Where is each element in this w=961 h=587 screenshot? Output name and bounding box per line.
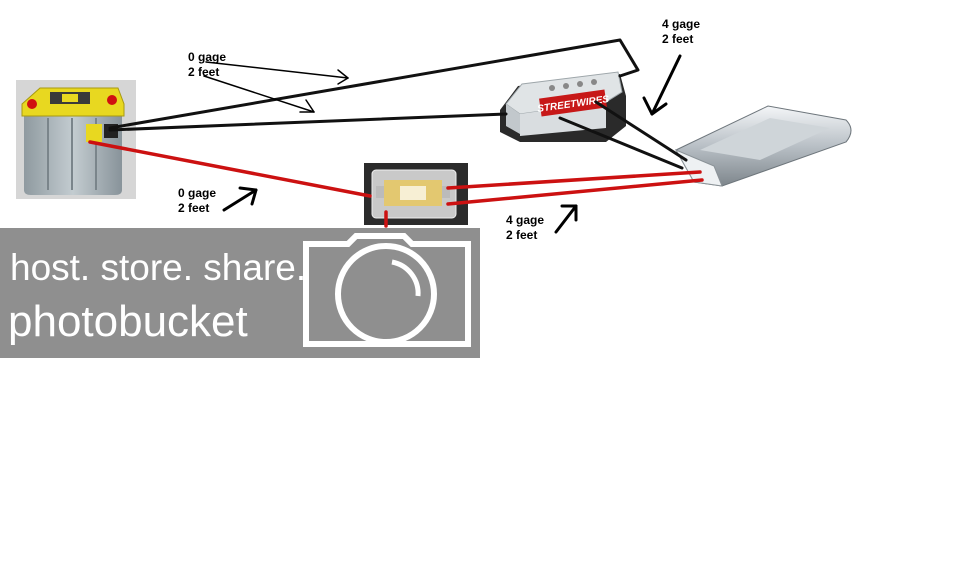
- watermark-brand: photobucket: [8, 297, 248, 346]
- arrow-red-0: [222, 186, 258, 212]
- ground-wire-battery-to-block-2: [108, 112, 508, 132]
- power-wire-battery-to-fuse: [88, 140, 372, 198]
- label-length: 2 feet: [662, 32, 694, 46]
- label-length: 2 feet: [506, 228, 538, 242]
- label-length: 2 feet: [188, 65, 220, 79]
- arrow-black-4: [642, 54, 682, 116]
- power-wire-fuse-to-amp-2: [446, 178, 704, 206]
- arrow-black-0-b: [203, 75, 315, 113]
- arrow-red-4: [554, 204, 578, 234]
- label-gage: 4 gage: [506, 213, 545, 227]
- label-red-4-gage: 4 gage 2 feet: [506, 213, 544, 243]
- ground-wire-block-to-amp-2: [594, 100, 688, 162]
- power-wires: [88, 140, 704, 228]
- annotation-arrows: [203, 61, 349, 113]
- ground-wire-block-to-amp-1: [558, 116, 684, 170]
- distribution-block-icon: STREETWIRES: [500, 71, 626, 142]
- ground-wire-battery-to-block: [108, 38, 640, 130]
- amplifier-icon: [674, 105, 852, 187]
- label-gage: 4 gage: [662, 17, 701, 31]
- label-gage: 0 gage: [188, 50, 227, 64]
- photobucket-watermark: host. store. share. photobucket: [0, 228, 480, 358]
- fuse-holder-icon: [364, 163, 468, 225]
- label-black-0-gage: 0 gage 2 feet: [188, 50, 226, 80]
- camera-icon: [303, 233, 471, 347]
- watermark-graphic: host. store. share. photobucket: [8, 233, 471, 347]
- annotation-arrows-thick: [222, 54, 682, 234]
- battery-icon: [16, 80, 136, 199]
- label-black-4-gage: 4 gage 2 feet: [662, 17, 700, 47]
- watermark-tagline: host. store. share.: [10, 247, 306, 288]
- ground-wires: [108, 38, 688, 170]
- label-red-0-gage: 0 gage 2 feet: [178, 186, 216, 216]
- label-length: 2 feet: [178, 201, 210, 215]
- power-wire-fuse-to-amp-1: [446, 170, 702, 190]
- arrow-black-0-a: [205, 61, 349, 85]
- label-gage: 0 gage: [178, 186, 217, 200]
